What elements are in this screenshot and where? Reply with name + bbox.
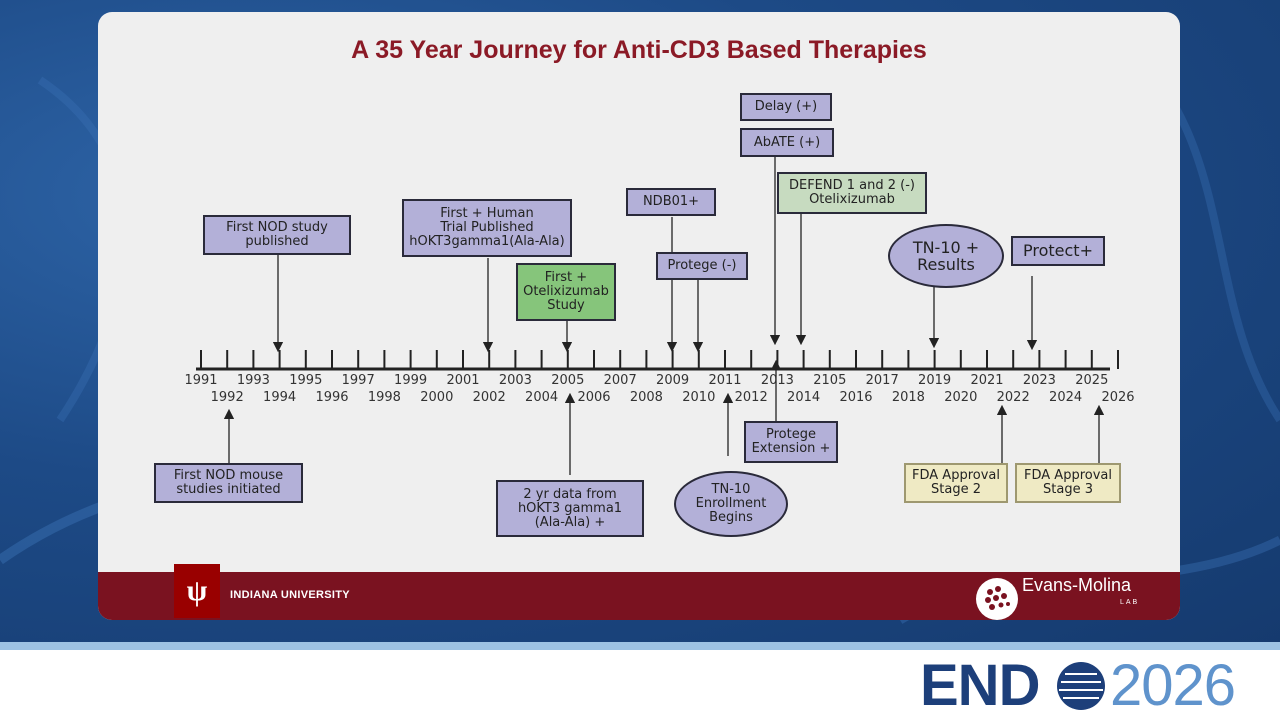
year-label-top: 2021 xyxy=(970,373,1004,388)
year-label-top: 2011 xyxy=(708,373,742,388)
year-label-top: 1991 xyxy=(184,373,218,388)
year-label-bottom: 1998 xyxy=(367,390,401,405)
year-label-bottom: 1996 xyxy=(315,390,349,405)
year-label-bottom: 2012 xyxy=(734,390,768,405)
year-label-bottom: 2018 xyxy=(891,390,925,405)
year-label-bottom: 2022 xyxy=(996,390,1030,405)
year-label-top: 2019 xyxy=(918,373,952,388)
year-label-top: 2023 xyxy=(1022,373,1056,388)
lab-name: Evans-Molina xyxy=(1022,575,1132,595)
event-protege: Protege (-) xyxy=(656,252,748,280)
year-label-bottom: 2014 xyxy=(787,390,821,405)
year-label-top: 1997 xyxy=(341,373,375,388)
year-label-top: 2007 xyxy=(603,373,637,388)
year-label-top: 2017 xyxy=(865,373,899,388)
event-fda-stage2: FDA Approval Stage 2 xyxy=(904,463,1008,503)
event-defend: DEFEND 1 and 2 (-) Otelixizumab xyxy=(777,172,927,214)
year-label-top: 1999 xyxy=(394,373,428,388)
year-label-bottom: 2002 xyxy=(472,390,506,405)
year-label-bottom: 2004 xyxy=(525,390,559,405)
event-two-yr-data: 2 yr data from hOKT3 gamma1 (Ala-Ala) + xyxy=(496,480,644,537)
conference-year: 2026 xyxy=(1110,653,1236,718)
globe-icon xyxy=(1057,662,1105,710)
event-fda-stage3: FDA Approval Stage 3 xyxy=(1015,463,1121,503)
year-label-bottom: 2006 xyxy=(577,390,611,405)
bottom-stripe xyxy=(0,642,1280,650)
event-first-nod-study: First NOD study published xyxy=(203,215,351,255)
event-delay: Delay (+) xyxy=(740,93,832,121)
year-label-top: 2105 xyxy=(813,373,847,388)
year-label-bottom: 1992 xyxy=(210,390,244,405)
event-tn10-enrollment: TN-10 Enrollment Begins xyxy=(674,471,788,537)
iu-trident-logo: ψ xyxy=(174,564,220,618)
event-tn10-results: TN-10 + Results xyxy=(888,224,1004,288)
event-otelixizumab-study: First + Otelixizumab Study xyxy=(516,263,616,321)
year-label-top: 2003 xyxy=(498,373,532,388)
year-label-bottom: 2024 xyxy=(1049,390,1083,405)
year-label-top: 2001 xyxy=(446,373,480,388)
event-abate: AbATE (+) xyxy=(740,128,834,157)
year-label-bottom: 1994 xyxy=(263,390,297,405)
event-protect: Protect+ xyxy=(1011,236,1105,266)
university-name: INDIANA UNIVERSITY xyxy=(230,589,350,601)
conference-name: END xyxy=(920,653,1040,718)
lab-subtitle: LAB xyxy=(1120,599,1140,606)
year-label-top: 2025 xyxy=(1075,373,1109,388)
year-label-top: 2013 xyxy=(760,373,794,388)
year-label-bottom: 2008 xyxy=(629,390,663,405)
year-label-bottom: 2000 xyxy=(420,390,454,405)
timeline-graphic xyxy=(196,156,1119,475)
event-first-nod-mouse: First NOD mouse studies initiated xyxy=(154,463,303,503)
timeline-ticks xyxy=(200,350,1119,369)
year-label-top: 1995 xyxy=(289,373,323,388)
slide-title: A 35 Year Journey for Anti-CD3 Based The… xyxy=(351,36,927,64)
year-label-top: 2009 xyxy=(656,373,690,388)
year-label-top: 2005 xyxy=(551,373,585,388)
event-ndb01: NDB01+ xyxy=(626,188,716,216)
slide-footer: ψ INDIANA UNIVERSITY Evans-Molina LAB xyxy=(98,564,1180,620)
year-label-bottom: 2026 xyxy=(1101,390,1135,405)
event-protege-extension: Protege Extension + xyxy=(744,421,838,463)
year-label-bottom: 2016 xyxy=(839,390,873,405)
lab-dots-logo xyxy=(976,578,1018,620)
event-first-human-trial: First + Human Trial Published hOKT3gamma… xyxy=(402,199,572,257)
year-label-bottom: 2010 xyxy=(682,390,716,405)
year-label-top: 1993 xyxy=(236,373,270,388)
slide-card: A 35 Year Journey for Anti-CD3 Based The… xyxy=(98,12,1180,620)
year-label-bottom: 2020 xyxy=(944,390,978,405)
